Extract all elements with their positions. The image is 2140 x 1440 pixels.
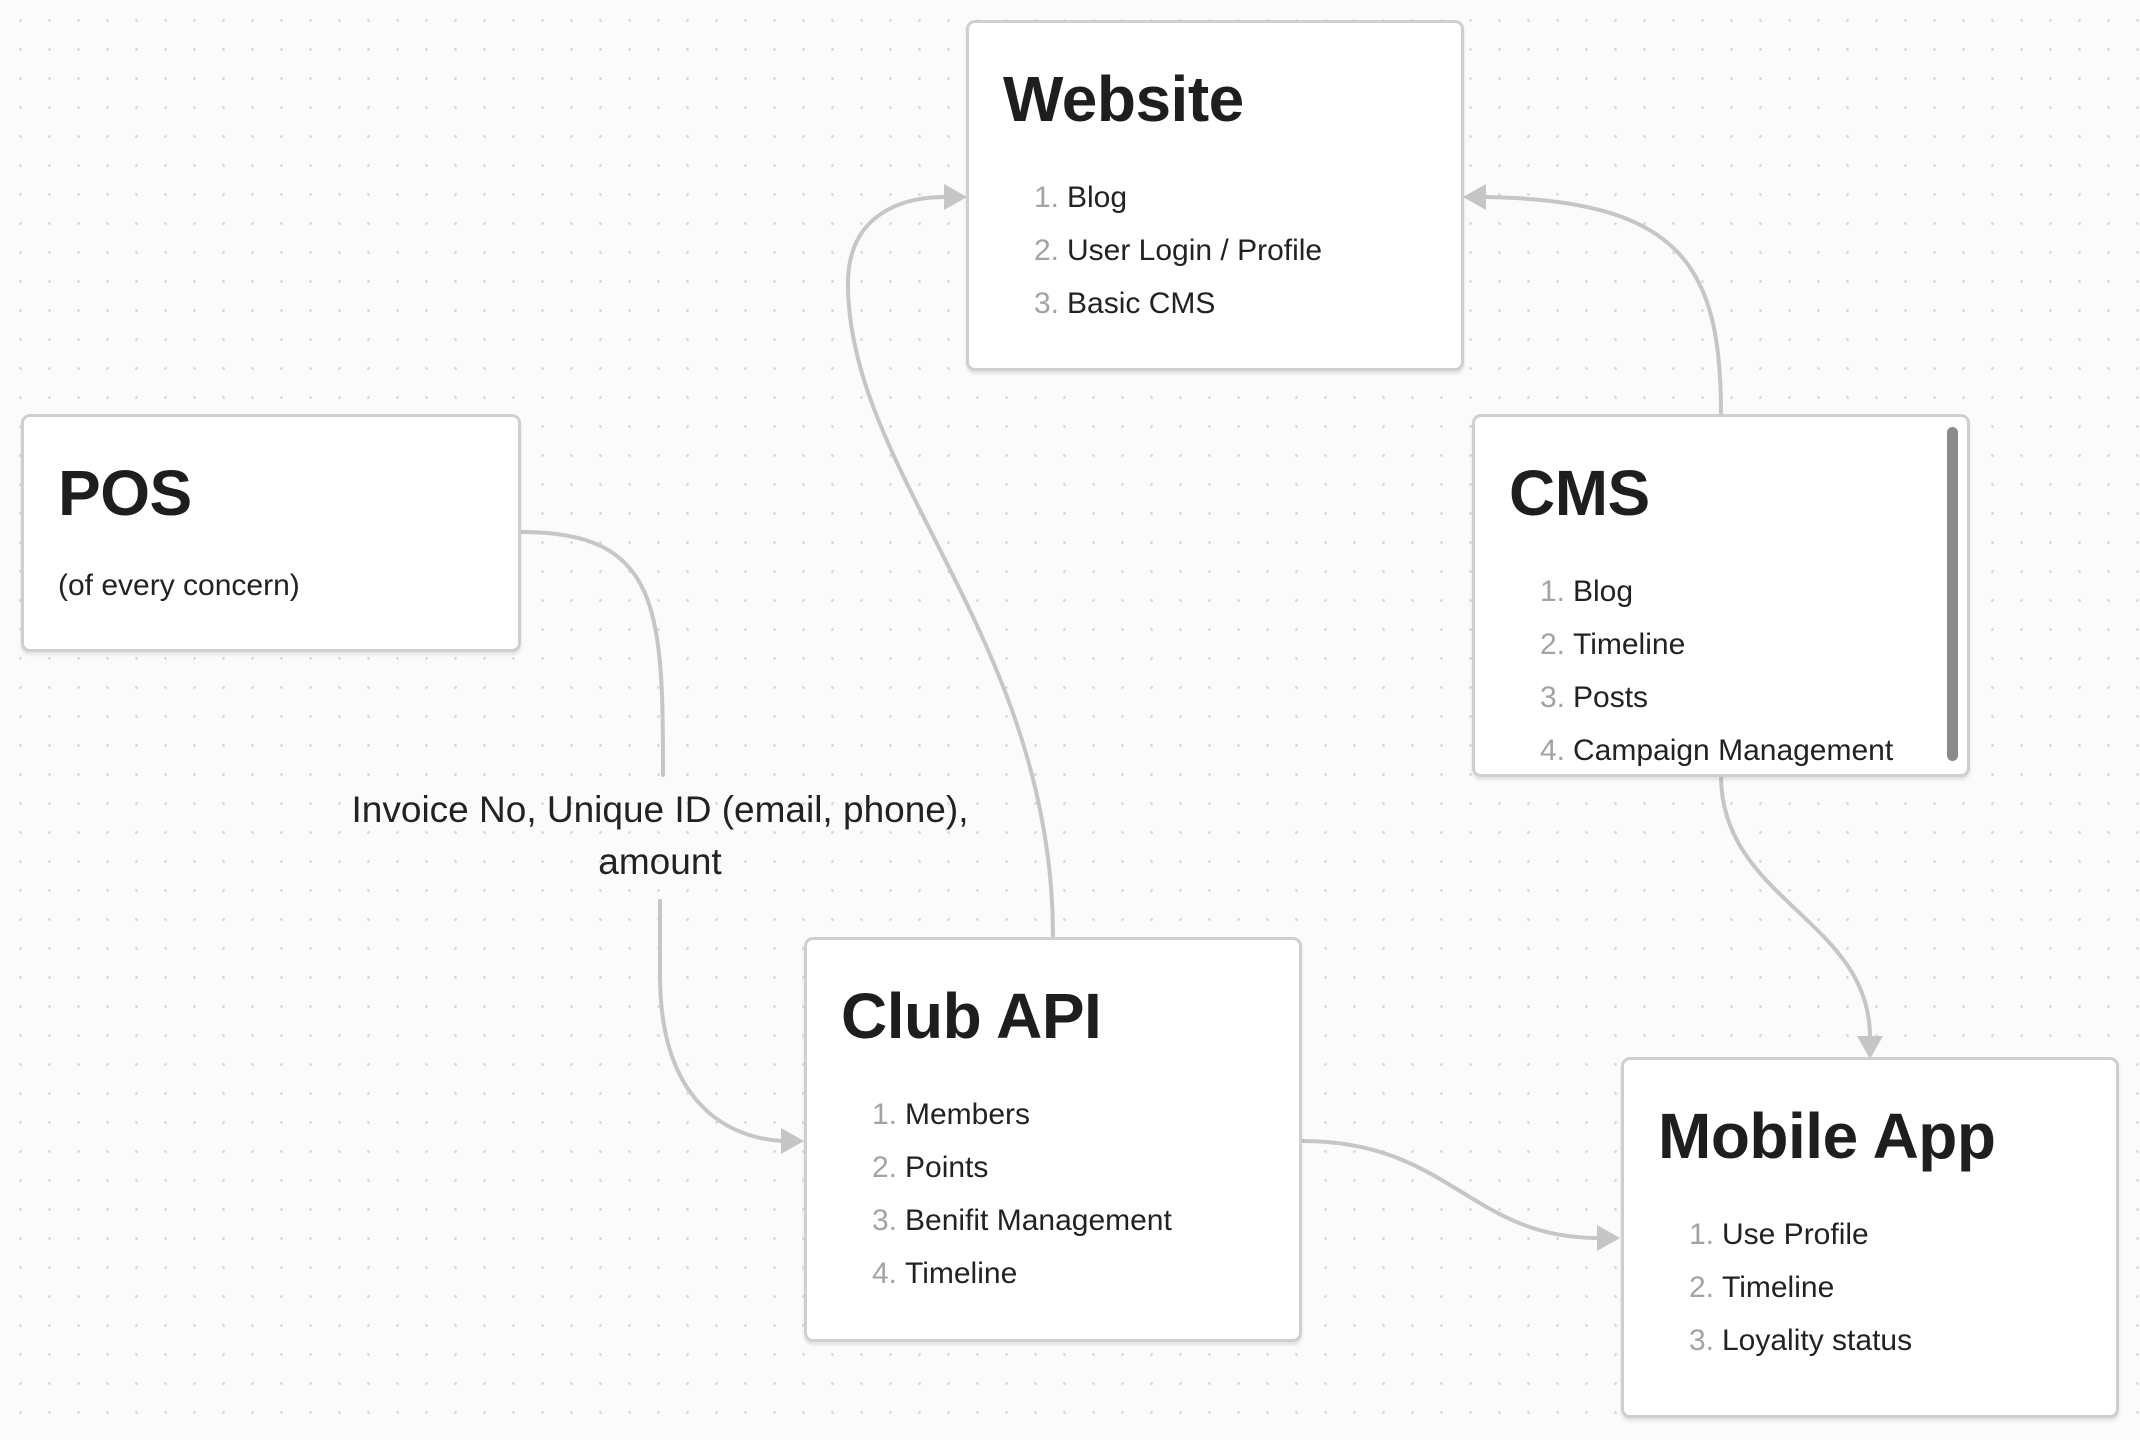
list-item: 4.Timeline [871,1257,1018,1290]
list-item: 1.Members [871,1098,1031,1131]
node-club-api-list: 1.Members 2.Points 3.Benifit Management … [841,1088,1265,1300]
edge-label-pos-to-club-api[interactable]: Invoice No, Unique ID (email, phone), am… [351,789,969,882]
list-item: 3.Loyality status [1688,1324,1913,1357]
node-pos-subtitle: (of every concern) [58,569,300,602]
list-item: 1.Use Profile [1688,1218,1869,1251]
edge-cms-to-website[interactable] [1483,195,1723,415]
list-item: 1.Blog [1539,575,1634,608]
node-website-list: 1.Blog 2.User Login / Profile 3.Basic CM… [1003,171,1427,330]
list-item: 4.Campaign Management [1539,734,1894,767]
list-item: 2.User Login / Profile [1033,234,1323,267]
arrowhead-website-left [944,184,967,210]
edge-cms-to-mobile-app[interactable] [1719,774,1872,1039]
node-mobile-app[interactable]: Mobile App 1.Use Profile 2.Timeline 3.Lo… [1621,1057,2119,1418]
node-cms-list: 1.Blog 2.Timeline 3.Posts 4.Campaign Man… [1509,565,1933,774]
node-club-api[interactable]: Club API 1.Members 2.Points 3.Benifit Ma… [804,937,1302,1342]
arrowhead-club-api-left [781,1128,804,1154]
list-item: 2.Points [871,1151,989,1184]
node-mobile-app-list: 1.Use Profile 2.Timeline 3.Loyality stat… [1658,1208,2082,1367]
node-pos-title: POS [58,457,192,529]
list-item: 3.Posts [1539,681,1649,714]
node-club-api-title: Club API [841,980,1102,1052]
node-website-title: Website [1003,63,1244,135]
list-item: 2.Timeline [1539,628,1686,661]
node-cms-title: CMS [1509,457,1650,529]
edge-club-api-to-mobile-app[interactable] [1300,1139,1600,1240]
arrowhead-mobile-app-left [1597,1225,1620,1251]
node-cms[interactable]: CMS 1.Blog 2.Timeline 3.Posts 4.Campaign… [1472,414,1970,777]
arrowhead-mobile-app-top [1857,1036,1883,1059]
node-website[interactable]: Website 1.Blog 2.User Login / Profile 3.… [966,20,1464,371]
list-item: 3.Benifit Management [871,1204,1172,1237]
list-item: 2.Timeline [1688,1271,1835,1304]
node-mobile-app-title: Mobile App [1658,1100,1996,1172]
node-pos[interactable]: POS (of every concern) [21,414,521,652]
list-item: 1.Blog [1033,181,1128,214]
arrowhead-website-right [1463,184,1486,210]
cms-scrollbar[interactable] [1947,427,1958,761]
list-item: 3.Basic CMS [1033,287,1216,320]
